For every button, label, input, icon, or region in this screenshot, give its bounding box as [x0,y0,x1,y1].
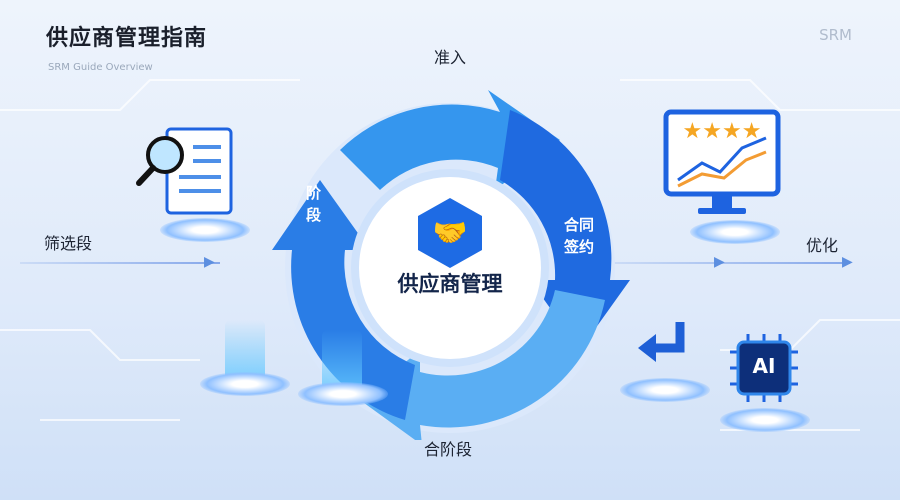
stage-label-line: 签约 [564,238,595,256]
platform-pad [298,382,388,406]
platform-pad [160,218,250,242]
page-subtitle: SRM Guide Overview [48,62,153,73]
rating-monitor-icon: ★★★★ [663,109,781,214]
page-title: 供应商管理指南 [46,26,208,51]
document-search-icon [136,127,233,215]
stage-label-bottom: 合阶段 [424,440,473,459]
handshake-icon: 🤝 [433,216,468,249]
ai-chip-label: AI [752,354,776,378]
cycle-segment-right [500,110,630,350]
arrow-right-icon: ▶ [842,254,853,270]
stage-label-line: 阶 [306,184,322,202]
cycle-segment-bottom [360,290,605,440]
cycle-segment-left [272,180,415,420]
stage-label-contract: 合同签约 [564,214,594,258]
stage-label-admission: 准入 [434,48,467,67]
arrow-right-icon: ▶ [714,254,725,270]
srm-badge: SRM [819,26,852,44]
flow-right-label: 优化 [806,236,839,255]
glow-pillar [322,330,362,390]
flow-line-right [610,262,850,264]
platform-pad [720,408,810,432]
flow-left-label: 筛选段 [44,234,93,253]
ai-chip-icon [730,334,798,402]
arrow-right-icon: ▶ [204,254,215,270]
cycle-diagram: 🤝 [272,90,630,440]
stage-label-line: 合同 [564,216,595,234]
glow-pillar [225,320,265,380]
star-rating: ★★★★ [683,119,762,144]
stage-label-left: 阶段 [306,182,321,226]
platform-pad [620,378,710,402]
platform-pad [200,372,290,396]
handshake-hexagon [418,198,482,268]
flow-line-left [20,262,220,264]
cycle-center-label: 供应商管理 [397,272,503,296]
return-arrow-icon [638,322,685,362]
stage-label-line: 段 [306,206,322,224]
platform-pad [690,220,780,244]
